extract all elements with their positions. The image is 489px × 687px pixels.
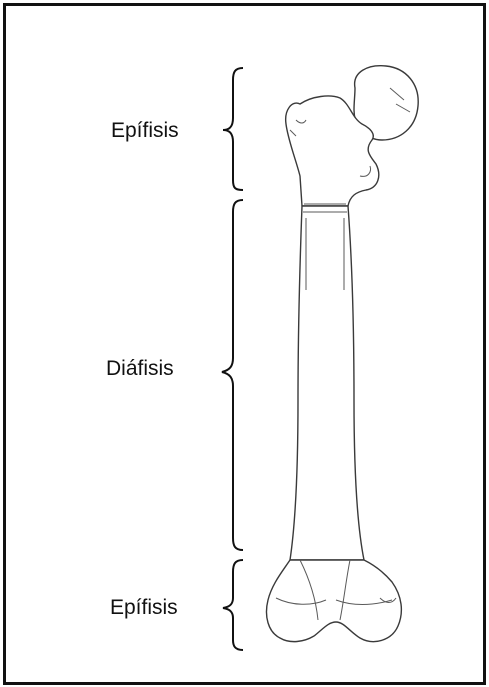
femoral-shaft [290, 206, 364, 560]
brace-epiphysis-top [223, 68, 243, 190]
femoral-condyles [267, 560, 402, 642]
brace-epiphysis-bottom [223, 560, 243, 650]
femur-bone [267, 66, 419, 642]
label-epiphysis-top: Epífisis [111, 120, 179, 141]
brace-diaphysis [222, 200, 243, 550]
label-diaphysis: Diáfisis [106, 358, 174, 379]
label-epiphysis-bottom: Epífisis [110, 597, 178, 618]
